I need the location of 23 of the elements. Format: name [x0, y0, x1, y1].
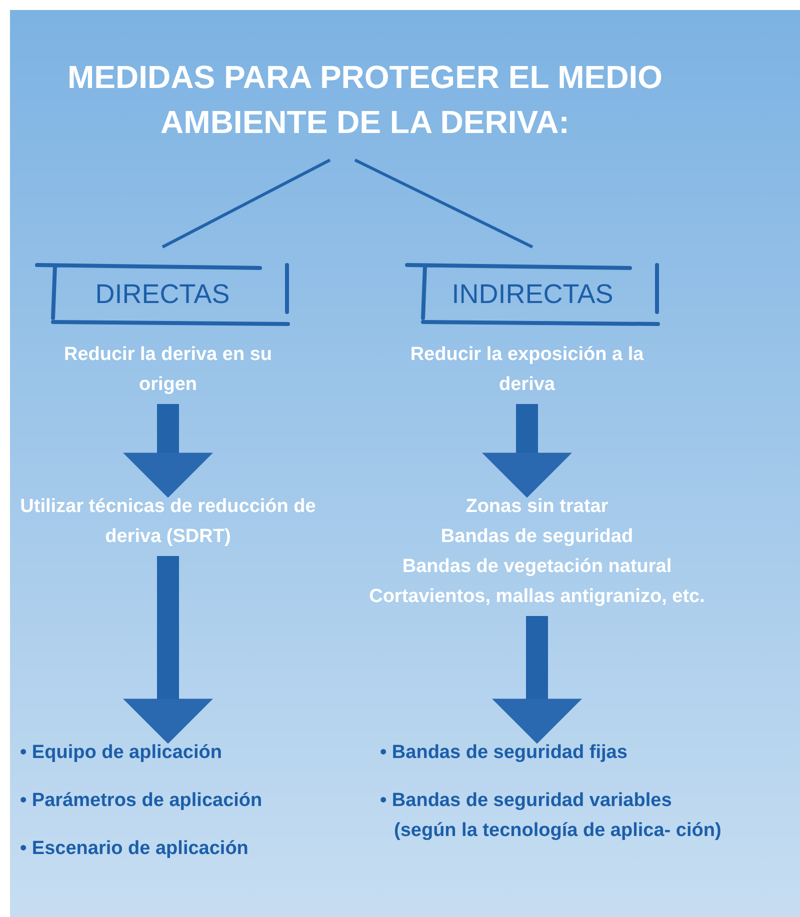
bullet-item: • Equipo de aplicación — [20, 741, 223, 765]
block-arrow — [123, 404, 213, 498]
category-label: INDIRECTAS — [450, 278, 614, 311]
description-text: Zonas sin tratar — [464, 495, 610, 519]
bullet-item: • Escenario de aplicación — [20, 837, 250, 861]
category-box — [405, 262, 660, 326]
bullet-item: • Bandas de seguridad variables (según la tecnología de aplica- ción) — [380, 789, 722, 843]
title: MEDIDAS PARA PROTEGER EL MEDIO AMBIENTE DE LA DERIVA: — [66, 58, 664, 142]
bullet-item: • Bandas de seguridad fijas — [380, 741, 628, 765]
bullet-item: • Parámetros de aplicación — [20, 789, 264, 813]
connector-line — [162, 158, 331, 248]
category-box — [35, 262, 290, 326]
block-arrow — [123, 556, 213, 744]
category-label: DIRECTAS — [94, 278, 231, 311]
description-text: Bandas de seguridad — [440, 525, 634, 549]
connector-line — [354, 158, 534, 248]
block-arrow — [492, 616, 582, 744]
description-text: Bandas de vegetación natural — [401, 555, 673, 579]
description-text: Cortavientos, mallas antigranizo, etc. — [368, 585, 706, 609]
description-text: Reducir la exposición a la deriva — [409, 343, 645, 397]
description-text: Reducir la deriva en su origen — [62, 343, 274, 397]
description-text: Utilizar técnicas de reducción de deriva (SDRT) — [19, 495, 317, 549]
block-arrow — [482, 404, 572, 498]
